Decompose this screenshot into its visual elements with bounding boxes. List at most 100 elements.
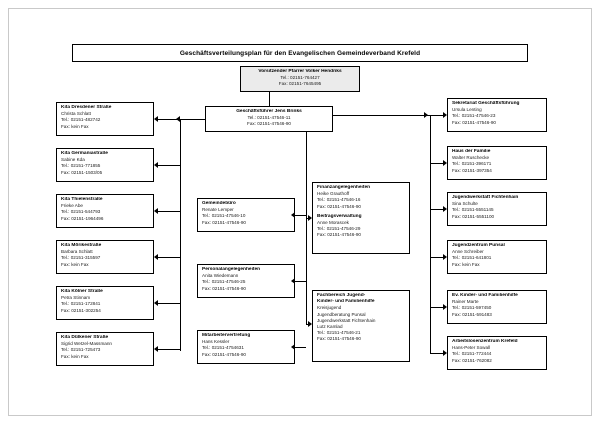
- unit-fax: Fax: 02151-762082: [452, 357, 492, 363]
- center-unit-box-1: Personalangelegenheiten Anita Wiedemann …: [197, 264, 295, 298]
- childcare-heading-1: Fachbereich Jugend-: [317, 293, 366, 298]
- unit-tel: Tel.: 02151-47546-23: [452, 113, 496, 119]
- center-unit-tel: Tel.: 02151-47546-25: [202, 279, 246, 285]
- connector-chairman-director: [269, 92, 270, 106]
- director-box: Geschäftsführer Jens Brinks Tel.: 02151-…: [205, 106, 333, 132]
- left-branch-0: [158, 119, 180, 120]
- unit-contact: Hans-Peter Sowall: [452, 345, 491, 351]
- right-unit-box-0: Sekretariat Geschäftsführung Ursula Lent…: [447, 98, 547, 132]
- unit-name: Jugendzentrum Punsal: [452, 243, 505, 248]
- right-branch-2: [430, 209, 443, 210]
- left-branch-5: [158, 349, 180, 350]
- finance-group-a-fax: Fax: 02151-47546-90: [317, 203, 361, 209]
- unit-fax: Fax: 02151-591483: [452, 311, 492, 317]
- right-arrow-1: [443, 160, 447, 166]
- kita-contact: Barbara Schlatt: [61, 249, 93, 255]
- left-arrow-3: [154, 254, 158, 260]
- finance-group-b-fax: Fax: 02151-47546-90: [317, 232, 361, 238]
- finance-group-a-tel: Tel.: 02151-47546-16: [317, 197, 361, 203]
- chairman-box: Vorsitzender Pfarrer Volker Hendriks Tel…: [240, 66, 360, 92]
- left-branch-1: [158, 165, 180, 166]
- unit-tel: Tel.: 02151-641801: [452, 255, 492, 261]
- right-branch-1: [430, 163, 443, 164]
- center-unit-name: Personalangelegenheiten: [202, 267, 261, 272]
- kita-fax: Fax: 02151-1503/05: [61, 169, 103, 175]
- left-arrow-2: [154, 208, 158, 214]
- kita-contact: Petra Stinnam: [61, 295, 91, 301]
- right-spine-arrow: [424, 112, 428, 118]
- finance-group-a-name: Finanzangelegenheiten: [317, 185, 371, 190]
- kita-name: Kita Dresdener Straße: [61, 105, 112, 110]
- unit-tel: Tel.: 02151-597450: [452, 305, 492, 311]
- right-unit-box-3: Jugendzentrum Punsal Anne Schreiber Tel.…: [447, 240, 547, 274]
- unit-name: Haus der Familie: [452, 149, 491, 154]
- kita-box-0: Kita Dresdener Straße Christa Schlatt Te…: [56, 102, 154, 136]
- chairman-tel: Tel.: 02151-764427: [280, 75, 320, 81]
- right-branch-3: [430, 257, 443, 258]
- kita-fax: Fax: 02151-1964496: [61, 215, 104, 221]
- left-branch-2: [158, 211, 180, 212]
- kita-tel: Tel.: 02151-771855: [61, 163, 101, 169]
- unit-name: Sekretariat Geschäftsführung: [452, 101, 520, 106]
- center-unit-fax: Fax: 02151-47546-90: [202, 351, 246, 357]
- kita-contact: Christa Schlatt: [61, 111, 91, 117]
- unit-tel: Tel.: 02151-772444: [452, 351, 492, 357]
- childcare-arrow: [308, 321, 312, 327]
- kita-tel: Tel.: 02151-544793: [61, 209, 101, 215]
- finance-box: Finanzangelegenheiten Heike Grauthoff Te…: [312, 182, 410, 254]
- kita-box-4: Kita Kölner Straße Petra Stinnam Tel.: 0…: [56, 286, 154, 320]
- unit-tel: Tel.: 02151-5551145: [452, 207, 494, 213]
- childcare-item-3: Jugendwerkstatt Fichtenhain: [317, 317, 376, 323]
- kita-name: Kita Dülkener Straße: [61, 335, 109, 340]
- center-unit-name: Gemeindebüro: [202, 201, 236, 206]
- center-unit-contact: Hans Kessler: [202, 339, 230, 345]
- center-unit-name: Mitarbeitervertretung: [202, 333, 251, 338]
- center-arrow-2: [291, 344, 295, 350]
- connector-trunk-finance: [306, 218, 308, 219]
- left-arrow-1: [154, 162, 158, 168]
- unit-fax: Fax: 02151-397354: [452, 167, 492, 173]
- center-unit-fax: Fax: 02151-47546-90: [202, 285, 246, 291]
- unit-fax: Fax: 02151-47546-90: [452, 119, 496, 125]
- center-unit-contact: Anita Wiedemann: [202, 273, 239, 279]
- center-arrow-0: [291, 212, 295, 218]
- kita-tel: Tel.: 02151-482742: [61, 117, 101, 123]
- center-unit-contact: Renate Lemper: [202, 207, 234, 213]
- kita-box-1: Kita Germaniastraße Sabine Kda Tel.: 021…: [56, 148, 154, 182]
- finance-group-b-contact: Anne Morascek: [317, 220, 349, 226]
- unit-contact: Sina Schulte: [452, 201, 478, 207]
- kita-tel: Tel.: 02151-172841: [61, 301, 101, 307]
- right-spine: [430, 115, 431, 353]
- chairman-name: Vorsitzender Pfarrer Volker Hendriks: [258, 69, 342, 74]
- unit-contact: Anne Schreiber: [452, 249, 484, 255]
- unit-fax: Fax: kein Fax: [452, 261, 480, 267]
- left-spine-arrow: [176, 116, 180, 122]
- kita-fax: Fax: kein Fax: [61, 123, 89, 129]
- right-unit-box-2: Jugendwerkstatt Fichtenhain Sina Schulte…: [447, 192, 547, 226]
- kita-name: Kita Germaniastraße: [61, 151, 108, 156]
- childcare-contact: Lutz Kamlad: [317, 324, 343, 330]
- kita-tel: Tel.: 02151-315597: [61, 255, 101, 261]
- right-arrow-2: [443, 206, 447, 212]
- director-fax: Fax: 02151-47546-90: [247, 121, 291, 127]
- finance-group-a-contact: Heike Grauthoff: [317, 191, 350, 197]
- left-spine: [180, 119, 181, 351]
- left-branch-3: [158, 257, 180, 258]
- center-unit-box-0: Gemeindebüro Renate Lemper Tel.: 02151-4…: [197, 198, 295, 232]
- right-arrow-4: [443, 304, 447, 310]
- right-unit-box-5: Arbeitslosenzentrum Krefeld Hans-Peter S…: [447, 336, 547, 370]
- unit-name: Jugendwerkstatt Fichtenhain: [452, 195, 519, 200]
- finance-group-b-name: Beitragsverwaltung: [317, 213, 362, 219]
- right-branch-4: [430, 307, 443, 308]
- director-tel: Tel.: 02151-47546-11: [247, 115, 291, 121]
- kita-fax: Fax: 02151-302254: [61, 307, 101, 313]
- kita-name: Kita Thielenstraße: [61, 197, 103, 202]
- kita-box-3: Kita Mörikestraße Barbara Schlatt Tel.: …: [56, 240, 154, 274]
- center-arrow-1: [291, 278, 295, 284]
- childcare-item-2: Jugendberatung Punsal: [317, 311, 366, 317]
- connector-director-left: [180, 119, 205, 120]
- unit-contact: Walter Ruschecke: [452, 155, 490, 161]
- center-unit-fax: Fax: 02151-47546-90: [202, 219, 246, 225]
- center-unit-box-2: Mitarbeitervertretung Hans Kessler Tel.:…: [197, 330, 295, 364]
